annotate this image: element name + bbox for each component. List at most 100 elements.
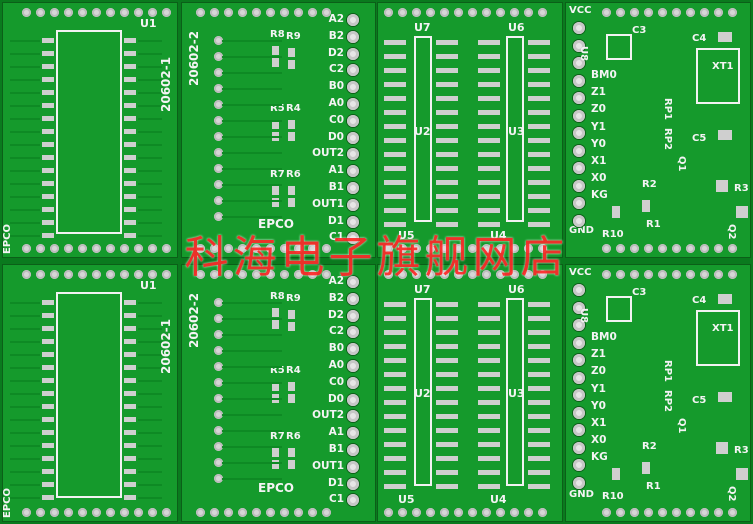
smd-pad — [528, 138, 550, 143]
via — [214, 84, 223, 93]
smd-pad — [612, 468, 620, 480]
header-pin — [347, 360, 359, 372]
smd-pad — [42, 90, 54, 95]
pin-label: KG — [591, 189, 608, 202]
copper-trace — [10, 484, 40, 486]
edge-pad — [630, 8, 639, 17]
component-label: R9 — [286, 293, 301, 304]
edge-pad — [238, 270, 247, 279]
smd-pad — [436, 110, 458, 115]
smd-pad — [478, 124, 500, 129]
component-label: C4 — [692, 33, 707, 44]
edge-pad — [440, 270, 449, 279]
copper-trace — [10, 144, 40, 146]
part-number: 20602-2 — [187, 30, 201, 86]
smd-pad — [124, 378, 136, 383]
smd-pad — [384, 442, 406, 447]
edge-pad — [658, 244, 667, 253]
header-pin — [573, 371, 585, 384]
edge-pad — [22, 8, 31, 17]
smd-pad — [42, 300, 54, 305]
smd-pad — [478, 456, 500, 461]
smd-pad — [436, 456, 458, 461]
component-label: R4 — [286, 365, 301, 376]
chip-label: U6 — [508, 283, 525, 296]
copper-trace — [138, 118, 162, 120]
header-pin — [573, 22, 585, 34]
chip-label-u1: U1 — [140, 17, 157, 30]
copper-trace — [138, 183, 162, 185]
smd-pad — [528, 470, 550, 475]
copper-trace — [138, 406, 162, 408]
smd-pad — [42, 220, 54, 225]
edge-pad — [134, 508, 143, 517]
copper-trace — [138, 367, 162, 369]
part-number: 20602-1 — [159, 56, 173, 112]
component-label: R3 — [734, 183, 749, 194]
smd-pad — [436, 316, 458, 321]
pin-label: C1 — [328, 231, 344, 244]
smd-pad — [384, 68, 406, 73]
edge-pad — [120, 270, 129, 279]
smd-pad — [384, 330, 406, 335]
smd-pad — [42, 482, 54, 487]
smd-pad — [478, 470, 500, 475]
edge-pad — [64, 270, 73, 279]
component-label: RP2 — [662, 390, 673, 412]
copper-trace — [138, 471, 162, 473]
pin-label: C2 — [328, 325, 344, 338]
smd-pad — [288, 322, 295, 331]
smd-pad — [124, 495, 136, 500]
via — [214, 394, 223, 403]
smd-pad — [384, 208, 406, 213]
chip-outline — [506, 36, 524, 222]
via — [214, 474, 223, 483]
copper-trace — [10, 105, 40, 107]
edge-pad — [454, 244, 463, 253]
smd-pad — [384, 400, 406, 405]
smd-pad — [436, 180, 458, 185]
edge-pad — [728, 8, 737, 17]
copper-trace — [10, 235, 40, 237]
edge-pad — [78, 244, 87, 253]
smd-pad — [642, 200, 650, 212]
edge-pad — [22, 508, 31, 517]
smd-pad — [124, 482, 136, 487]
component-label: Q1 — [676, 418, 687, 434]
header-pin — [347, 427, 359, 440]
smd-pad — [716, 442, 728, 454]
smd-pad — [436, 414, 458, 419]
copper-trace — [10, 315, 40, 317]
edge-pad — [196, 8, 205, 17]
header-pin — [573, 459, 585, 471]
edge-pad — [398, 8, 407, 17]
chip-label: U2 — [414, 125, 431, 138]
edge-pad — [496, 270, 505, 279]
edge-pad — [36, 270, 45, 279]
smd-pad — [478, 82, 500, 87]
smd-pad — [288, 60, 295, 69]
pin-label: OUT1 — [312, 459, 344, 472]
via — [214, 298, 223, 307]
smd-pad — [528, 414, 550, 419]
pcb-panel-mid-1 — [181, 2, 376, 258]
header-pin — [573, 179, 585, 192]
via — [214, 378, 223, 387]
via — [214, 330, 223, 339]
copper-trace — [222, 152, 282, 154]
smd-pad — [42, 207, 54, 212]
smd-pad — [478, 40, 500, 45]
header-pin — [347, 444, 359, 456]
copper-trace — [138, 157, 162, 159]
smd-pad — [384, 110, 406, 115]
pin-label: A1 — [328, 164, 344, 177]
smd-pad — [272, 460, 279, 469]
copper-trace — [138, 66, 162, 68]
edge-pad — [538, 508, 547, 517]
smd-pad — [528, 400, 550, 405]
via — [214, 426, 223, 435]
edge-pad — [106, 8, 115, 17]
chip-label: U5 — [398, 493, 415, 506]
smd-pad — [384, 138, 406, 143]
smd-pad — [436, 54, 458, 59]
